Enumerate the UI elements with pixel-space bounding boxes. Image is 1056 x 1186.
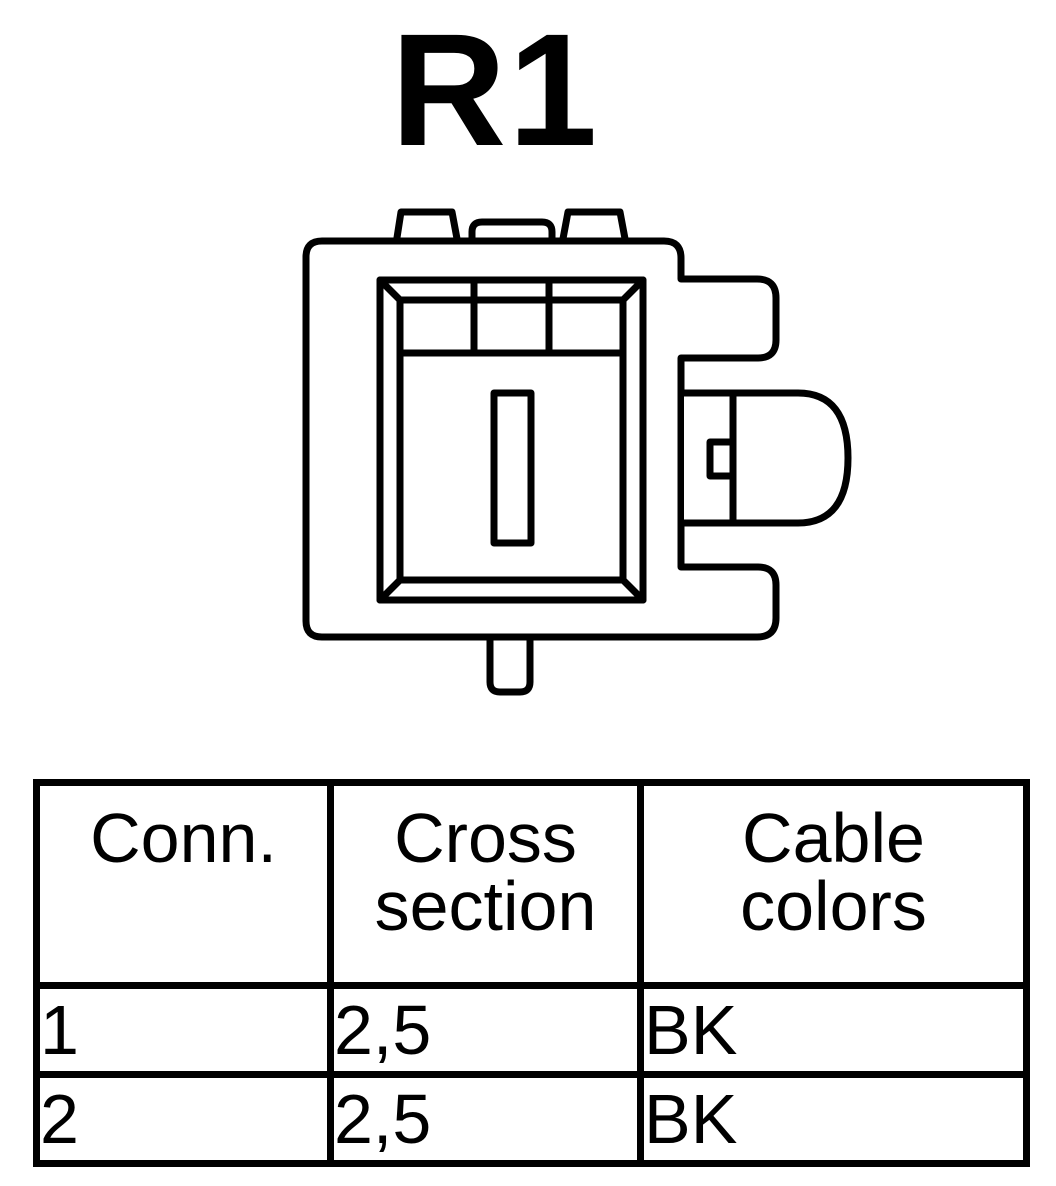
latch-window [706,438,737,480]
top-left-tab [392,208,462,248]
bottom-tab [486,633,534,696]
header-conn: Conn. [33,779,334,989]
table-header-row: Conn. Cross section Cable colors [33,779,1030,989]
side-latch [680,389,852,527]
connector-title: R1 [390,0,600,179]
cell-cable-color: BK [637,1071,1030,1167]
cell-cross-section: 2,5 [327,982,644,1078]
table-row: 1 2,5 BK [33,982,1030,1078]
header-cable-colors: Cable colors [637,779,1030,989]
cell-cable-color: BK [637,982,1030,1078]
header-cross-section: Cross section [327,779,644,989]
pin-slot [490,389,535,547]
connector-drawing [302,208,852,696]
cell-conn: 1 [33,982,334,1078]
cell-cross-section: 2,5 [327,1071,644,1167]
pin-assignment-table: Conn. Cross section Cable colors 1 2,5 B… [33,779,1030,1167]
table-row: 2 2,5 BK [33,1071,1030,1167]
top-right-tab [558,208,630,248]
cell-conn: 2 [33,1071,334,1167]
